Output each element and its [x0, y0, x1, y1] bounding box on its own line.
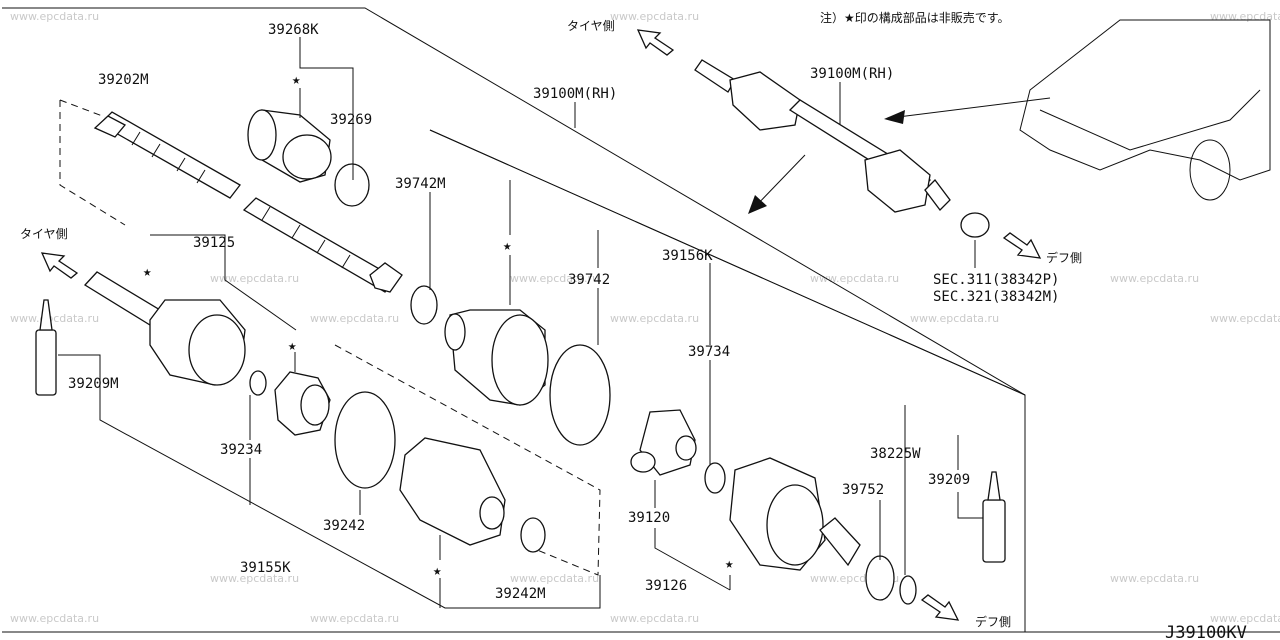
svg-text:www.epcdata.ru: www.epcdata.ru [310, 312, 399, 325]
watermarks: www.epcdata.ru www.epcdata.ru www.epcdat… [10, 10, 1280, 625]
svg-text:www.epcdata.ru: www.epcdata.ru [10, 612, 99, 625]
grease-39209M [35, 299, 57, 396]
diagram-code: J39100KV [1165, 623, 1247, 640]
vehicle-outline [1019, 19, 1271, 201]
boot-kit-39742M [444, 309, 549, 406]
pointer-arrow-head [884, 110, 905, 124]
label-39734: 39734 [688, 344, 730, 360]
label-diff-side-mid: デフ側 [1046, 250, 1082, 265]
label-39742: 39742 [568, 272, 610, 288]
label-39100M-rh-car: 39100M(RH) [810, 66, 894, 82]
arrow-diff-bottom [920, 594, 960, 621]
label-diff-side-bottom: デフ側 [975, 614, 1011, 629]
svg-text:www.epcdata.ru: www.epcdata.ru [10, 10, 99, 23]
svg-text:www.epcdata.ru: www.epcdata.ru [510, 572, 599, 585]
snap-ring-39734 [704, 462, 726, 494]
drive-shaft-assembly-39100M [694, 59, 990, 238]
band-39742M [410, 285, 438, 325]
arrow-diff-mid [1002, 232, 1042, 259]
band-39242 [334, 391, 396, 489]
label-39242M: 39242M [495, 586, 546, 602]
leader-lines [58, 37, 983, 609]
svg-text:www.epcdata.ru: www.epcdata.ru [510, 272, 599, 285]
label-39234: 39234 [220, 442, 262, 458]
outer-joint-39155K [83, 271, 246, 386]
star-marker: ★ [503, 238, 512, 254]
label-sec-321: SEC.321(38342M) [933, 289, 1059, 305]
arrow-tire-left [40, 252, 79, 279]
svg-text:www.epcdata.ru: www.epcdata.ru [810, 272, 899, 285]
star-marker: ★ [143, 264, 152, 280]
label-39268K: 39268K [268, 22, 319, 38]
inner-race-39125 [274, 371, 331, 436]
note-text: 注）★印の構成部品は非販売です。 [820, 10, 1010, 25]
label-39742M: 39742M [395, 176, 446, 192]
label-39242: 39242 [323, 518, 365, 534]
svg-text:www.epcdata.ru: www.epcdata.ru [210, 572, 299, 585]
spider-assembly-39120 [630, 409, 697, 476]
dynamic-damper-39268K [247, 109, 332, 183]
svg-text:www.epcdata.ru: www.epcdata.ru [610, 10, 699, 23]
svg-text:www.epcdata.ru: www.epcdata.ru [10, 312, 99, 325]
svg-text:www.epcdata.ru: www.epcdata.ru [610, 612, 699, 625]
label-39126: 39126 [645, 578, 687, 594]
svg-text:www.epcdata.ru: www.epcdata.ru [1210, 312, 1280, 325]
band-small [520, 517, 546, 553]
label-tire-side-top: タイヤ側 [567, 19, 615, 33]
arrow-tire-top [636, 29, 675, 56]
band-39742 [549, 344, 611, 446]
label-38225W: 38225W [870, 446, 921, 462]
label-sec-311: SEC.311(38342P) [933, 272, 1059, 288]
ring-38225W [899, 575, 917, 605]
label-39752: 39752 [842, 482, 884, 498]
svg-text:www.epcdata.ru: www.epcdata.ru [1210, 612, 1280, 625]
drive-shaft-39202M [93, 111, 403, 293]
clip-39234 [249, 370, 267, 396]
shaft-dashed-group [59, 99, 126, 226]
label-39202M: 39202M [98, 72, 149, 88]
star-marker: ★ [292, 72, 301, 88]
svg-text:www.epcdata.ru: www.epcdata.ru [1110, 572, 1199, 585]
label-39269: 39269 [330, 112, 372, 128]
svg-text:www.epcdata.ru: www.epcdata.ru [910, 312, 999, 325]
star-marker: ★ [725, 556, 734, 572]
label-39120: 39120 [628, 510, 670, 526]
label-tire-side-left: タイヤ側 [20, 227, 68, 241]
boot-dashed-group [334, 344, 601, 576]
down-arrow-head [748, 195, 767, 214]
label-39100M-rh: 39100M(RH) [533, 86, 617, 102]
svg-text:www.epcdata.ru: www.epcdata.ru [610, 312, 699, 325]
assembly-frame [2, 7, 1280, 633]
label-39156K: 39156K [662, 248, 713, 264]
star-marker: ★ [433, 563, 442, 579]
grease-39209 [982, 471, 1006, 563]
svg-text:www.epcdata.ru: www.epcdata.ru [210, 272, 299, 285]
label-39209: 39209 [928, 472, 970, 488]
svg-text:www.epcdata.ru: www.epcdata.ru [1110, 272, 1199, 285]
housing-39126 [729, 457, 861, 571]
svg-text:www.epcdata.ru: www.epcdata.ru [310, 612, 399, 625]
boot-39242M [399, 437, 506, 546]
label-39209M: 39209M [68, 376, 119, 392]
band-39269 [334, 163, 370, 207]
seal-39752 [865, 555, 895, 601]
label-39155K: 39155K [240, 560, 291, 576]
star-marker: ★ [288, 338, 297, 354]
label-39125: 39125 [193, 235, 235, 251]
pointer-arrow [889, 97, 1051, 119]
